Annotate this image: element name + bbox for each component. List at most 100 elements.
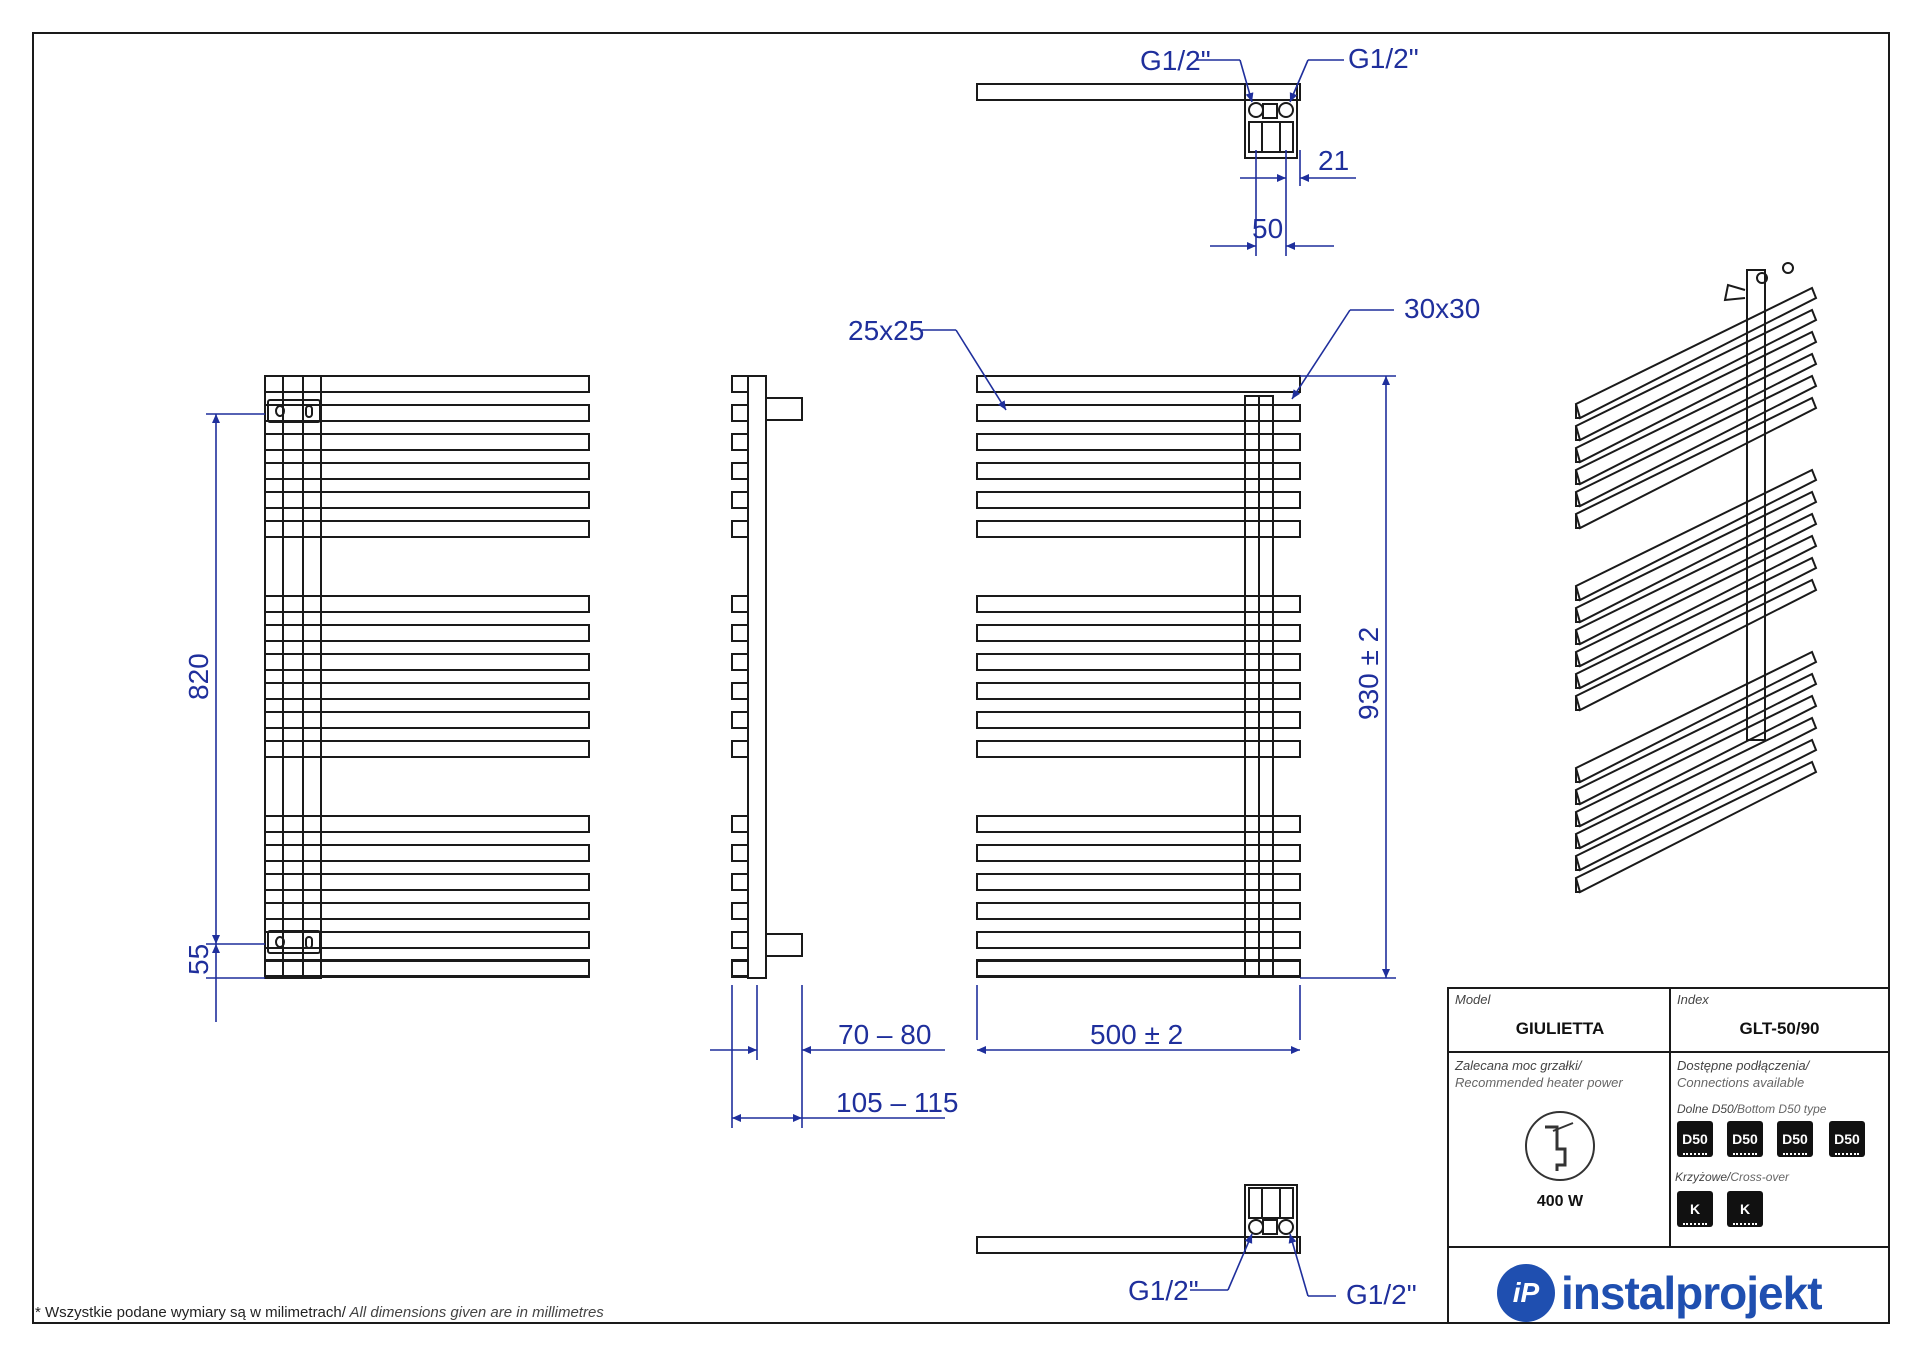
radiator-bar-end [264, 740, 322, 758]
radiator-bar-end [264, 624, 322, 642]
radiator-bar [320, 595, 590, 613]
iso-bar [1574, 352, 1818, 486]
crossover-pl: Krzyżowe/ [1675, 1170, 1731, 1184]
bar-profile [731, 815, 749, 833]
heater-icon [1525, 1111, 1595, 1181]
footnote-en: All dimensions given are in millimetres [345, 1304, 604, 1321]
bar-profile [731, 960, 749, 978]
radiator-bar [320, 462, 590, 480]
radiator-bar-end [264, 815, 322, 833]
radiator-bar [976, 624, 1301, 642]
dim-30x30: 30x30 [1404, 293, 1480, 324]
power-value: 400 W [1536, 1193, 1584, 1210]
dim-70-80: 70 – 80 [838, 1019, 931, 1050]
radiator-bar [320, 844, 590, 862]
radiator-bar-end [264, 520, 322, 538]
radiator-bar [976, 491, 1301, 509]
radiator-bar [320, 960, 590, 978]
connection-badge-d50: D50 [1677, 1121, 1713, 1157]
radiator-bar [976, 931, 1301, 949]
connection-badge-d50: D50 [1727, 1121, 1763, 1157]
radiator-bar [976, 844, 1301, 862]
radiator-bar [976, 520, 1301, 538]
radiator-bar [976, 653, 1301, 671]
dimension-labels: G1/2" G1/2" 21 50 25x25 30x30 820 55 930… [183, 43, 1480, 1310]
bar-profile [731, 873, 749, 891]
bar-profile [731, 711, 749, 729]
model-label: Model [1455, 992, 1491, 1007]
iso-bar [1574, 396, 1818, 530]
connection-badge-d50: D50 [1829, 1121, 1865, 1157]
radiator-bar [976, 375, 1301, 393]
iso-bar [1574, 578, 1818, 712]
model-value: GIULIETTA [1515, 1019, 1605, 1038]
iso-bar [1574, 308, 1818, 442]
radiator-bar [320, 959, 590, 977]
bar-profile [731, 433, 749, 451]
radiator-bar [320, 433, 590, 451]
isometric-view [1574, 262, 1818, 894]
radiator-bar [320, 740, 590, 758]
radiator-bar [976, 682, 1301, 700]
drawing-frame [32, 32, 1890, 1324]
dim-930: 930 ± 2 [1353, 627, 1384, 720]
footnote-pl: * Wszystkie podane wymiary są w milimetr… [35, 1304, 346, 1321]
radiator-bar [320, 931, 590, 949]
connections-label-en: Connections available [1677, 1075, 1805, 1090]
bar-profile [731, 375, 749, 393]
brand-logo: iP instalprojekt [1497, 1264, 1823, 1322]
radiator-bar [976, 902, 1301, 920]
iso-bar [1574, 694, 1818, 828]
radiator-bar-end [264, 873, 322, 891]
radiator-bar-end [264, 959, 322, 977]
radiator-bar-end [264, 902, 322, 920]
logo-mark: iP [1497, 1264, 1555, 1322]
iso-bar [1574, 738, 1818, 872]
connection-badge-k: K [1677, 1191, 1713, 1227]
bar-profile [731, 959, 749, 977]
iso-bar [1574, 534, 1818, 668]
bar-profile [731, 844, 749, 862]
radiator-bar-end [264, 711, 322, 729]
iso-bar [1574, 374, 1818, 508]
iso-bar [1574, 760, 1818, 894]
dimension-lines [206, 59, 1396, 1297]
connection-badge-k: K [1727, 1191, 1763, 1227]
radiator-bar [320, 404, 590, 422]
radiator-bar [976, 873, 1301, 891]
power-label-pl: Zalecana moc grzałki/ [1455, 1058, 1582, 1073]
radiator-bar-end [264, 595, 322, 613]
dim-25x25: 25x25 [848, 315, 924, 346]
radiator-bar [320, 902, 590, 920]
radiator-bar [320, 815, 590, 833]
dim-50: 50 [1252, 213, 1283, 244]
bar-profile [731, 520, 749, 538]
index-label: Index [1677, 992, 1709, 1007]
radiator-bar-end [264, 491, 322, 509]
iso-bar [1574, 330, 1818, 464]
bar-profile [731, 902, 749, 920]
radiator-bar [976, 740, 1301, 758]
dim-g-bottom-right: G1/2" [1346, 1279, 1417, 1310]
top-view [976, 83, 1301, 159]
radiator-bar [320, 491, 590, 509]
dim-g-bottom-left: G1/2" [1128, 1275, 1199, 1306]
radiator-bar [320, 375, 590, 393]
radiator-bar [976, 960, 1301, 978]
bar-profile [731, 462, 749, 480]
radiator-bar [976, 815, 1301, 833]
bar-profile [731, 653, 749, 671]
radiator-bar [976, 711, 1301, 729]
radiator-bar-end [264, 404, 322, 422]
connection-badge-d50: D50 [1777, 1121, 1813, 1157]
radiator-bar-end [264, 653, 322, 671]
power-label-en: Recommended heater power [1455, 1075, 1623, 1090]
bar-profile [731, 595, 749, 613]
iso-bar [1574, 716, 1818, 850]
radiator-bar [320, 873, 590, 891]
radiator-bar [320, 682, 590, 700]
radiator-bar-end [264, 375, 322, 393]
radiator-bar [976, 404, 1301, 422]
radiator-bar-end [264, 682, 322, 700]
radiator-bar [976, 462, 1301, 480]
